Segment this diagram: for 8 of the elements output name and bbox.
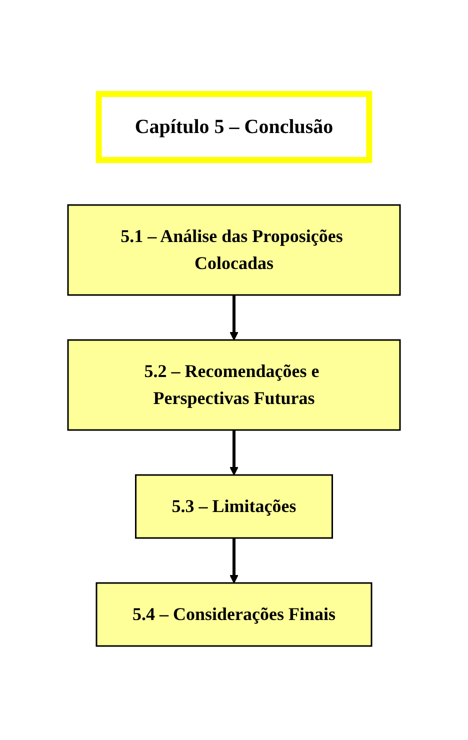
node-box: 5.2 – Recomendações e Perspectivas Futuras <box>67 339 401 431</box>
arrow <box>230 295 238 340</box>
arrow <box>230 538 238 584</box>
node-box: 5.3 – Limitações <box>135 474 333 539</box>
node-box: 5.1 – Análise das Proposições Colocadas <box>67 204 401 296</box>
arrow <box>230 430 238 476</box>
node-box: 5.4 – Considerações Finais <box>96 582 372 647</box>
node-box: Capítulo 5 – Conclusão <box>96 91 372 163</box>
